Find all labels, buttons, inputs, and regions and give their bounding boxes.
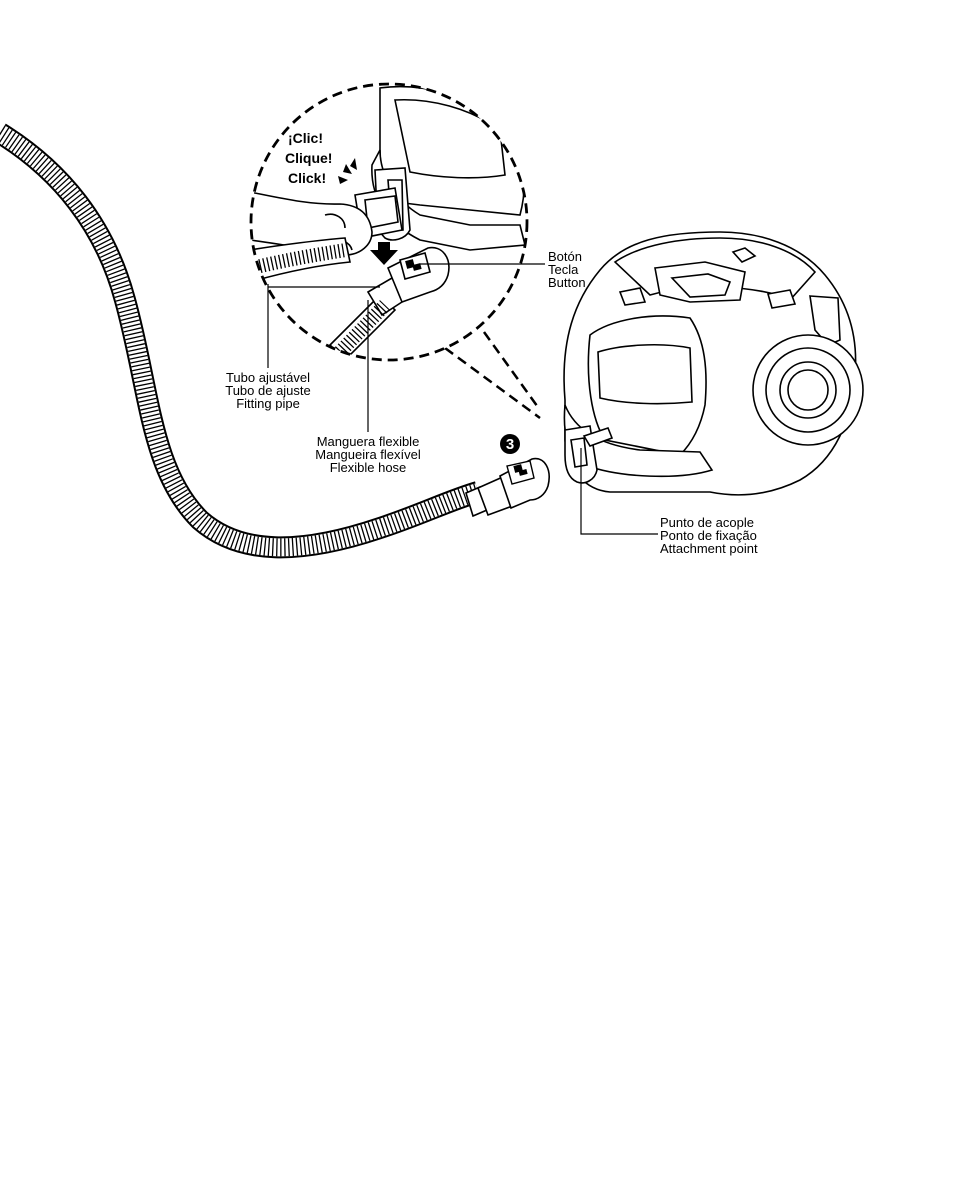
attachment-point-label: Punto de acople Ponto de fixação Attachm… bbox=[660, 515, 758, 556]
svg-text:Attachment point: Attachment point bbox=[660, 541, 758, 556]
zoom-inset bbox=[250, 84, 527, 360]
vacuum-cleaner-body bbox=[564, 232, 863, 495]
click-text-en: Click! bbox=[288, 170, 326, 186]
svg-text:Fitting pipe: Fitting pipe bbox=[236, 396, 300, 411]
button-label: Botón Tecla Button bbox=[548, 249, 586, 290]
svg-text:Flexible hose: Flexible hose bbox=[330, 460, 407, 475]
click-text-es: ¡Clic! bbox=[288, 130, 323, 146]
click-text-pt: Clique! bbox=[285, 150, 332, 166]
svg-text:Button: Button bbox=[548, 275, 586, 290]
step-number-badge: 3 bbox=[500, 434, 520, 454]
fitting-pipe-label: Tubo ajustável Tubo de ajuste Fitting pi… bbox=[225, 370, 311, 411]
flexible-hose-label: Manguera flexible Mangueira flexível Fle… bbox=[315, 434, 421, 475]
step-number: 3 bbox=[506, 436, 514, 453]
hose-connector bbox=[466, 459, 549, 516]
